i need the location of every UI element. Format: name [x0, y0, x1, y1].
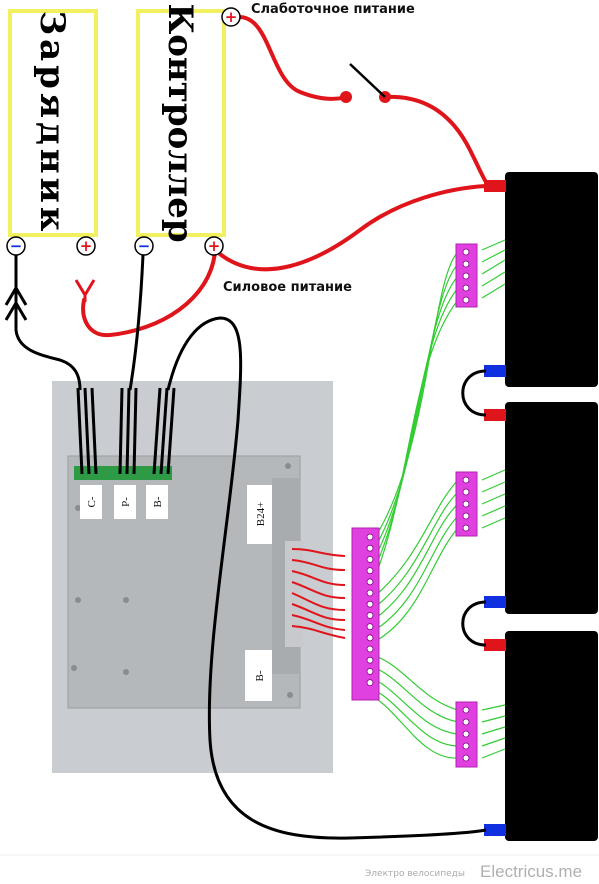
charger-minus-terminal: −	[6, 236, 26, 256]
controller-label: Контроллер	[160, 3, 200, 242]
controller-box	[136, 9, 226, 237]
charger-plus-terminal: +	[76, 236, 96, 256]
jumper-2-3	[461, 600, 487, 647]
connector-pin	[462, 284, 470, 292]
battery-2-plus-terminal	[484, 409, 506, 421]
svg-text:+: +	[80, 237, 93, 255]
red-wires	[81, 14, 490, 338]
battery-3-plus-terminal	[484, 639, 506, 651]
watermark-brand: Electricus.me	[480, 862, 582, 881]
balance-green-wires	[369, 239, 506, 759]
bms-bminus-label: B-	[254, 670, 266, 681]
switch-contact-a	[340, 91, 352, 103]
controller-low-plus-terminal: +	[221, 7, 241, 27]
bms-tag-p	[114, 485, 136, 519]
connector-pin	[462, 706, 470, 714]
connector-pin	[366, 556, 374, 563]
low-power-wire-b	[383, 94, 490, 187]
bms-balance-red-wires	[291, 548, 346, 639]
connector-pin	[366, 623, 374, 630]
power-label: Силовое питание	[223, 280, 352, 295]
connector-pin	[462, 296, 470, 304]
connector-pin	[462, 248, 470, 256]
connector-pin	[366, 567, 374, 574]
connector-pin	[366, 600, 374, 608]
connector-pin	[366, 634, 374, 642]
connector-pin	[462, 488, 470, 496]
connector-pin	[462, 742, 470, 750]
bms-tag-b-label: B-	[152, 496, 164, 507]
bms-tag-p-label: P-	[120, 497, 132, 507]
battery-3	[505, 631, 598, 841]
connector-pins	[366, 248, 470, 762]
connector-pin	[366, 544, 374, 552]
jumper-1-2	[461, 369, 487, 417]
charger-plus-arrow	[74, 279, 96, 302]
svg-text:−: −	[10, 237, 23, 255]
connector-pin	[462, 730, 470, 738]
svg-text:+: +	[225, 8, 238, 26]
battery-3-minus-terminal	[484, 824, 506, 836]
battery-1	[505, 172, 598, 387]
svg-text:+: +	[208, 237, 221, 255]
connector-pin	[366, 645, 374, 653]
connector-pin	[366, 533, 374, 541]
bms-bminus-plate	[245, 650, 272, 701]
connector-pin	[462, 718, 470, 726]
charger-minus-wire	[14, 255, 82, 391]
watermark-small: Электро велосипеды	[365, 869, 465, 879]
charger-label: Зарядник	[32, 11, 72, 236]
connector-pin	[462, 754, 470, 762]
battery-2-minus-terminal	[484, 596, 506, 608]
bms-b24plus-plate	[247, 485, 272, 544]
connector-pin	[366, 578, 374, 586]
bms-lead-bundles	[76, 387, 176, 475]
switch-lever	[349, 63, 386, 98]
connector-pin	[366, 668, 374, 675]
bms-board	[52, 381, 333, 773]
battery-minus-wire	[166, 316, 487, 840]
charger-box	[8, 9, 98, 237]
battery-1-minus-terminal	[484, 365, 506, 377]
charger-minus-arrow	[4, 285, 28, 321]
bms-b24plus-label: B24+	[255, 502, 267, 527]
connector-pin	[462, 272, 470, 280]
controller-plus-terminal: +	[204, 236, 224, 256]
low-power-label: Слаботочное питание	[251, 2, 415, 17]
connector-pin	[462, 476, 470, 484]
power-wire	[213, 184, 488, 272]
battery-1-plus-terminal	[484, 180, 506, 192]
black-wires	[14, 254, 487, 840]
svg-text:−: −	[138, 237, 151, 255]
connector-pin	[462, 260, 470, 268]
connector-pin	[366, 589, 374, 597]
low-power-wire-a	[236, 14, 348, 101]
bms-tag-c-label: C-	[86, 496, 98, 507]
bms-connector-strip	[74, 466, 172, 480]
battery-2	[505, 402, 598, 614]
balance-main-connector	[351, 527, 380, 701]
connector-pin	[462, 512, 470, 520]
connector-pin	[366, 656, 374, 664]
charger-plus-wire	[81, 250, 217, 338]
connector-pin	[366, 612, 374, 619]
bms-tag-c	[80, 485, 102, 519]
bms-tag-b	[146, 485, 168, 519]
controller-minus-terminal: −	[134, 236, 154, 256]
controller-minus-wire	[128, 254, 145, 391]
connector-pin	[462, 500, 470, 508]
connector-pin	[462, 524, 470, 532]
connector-pin	[366, 679, 374, 686]
